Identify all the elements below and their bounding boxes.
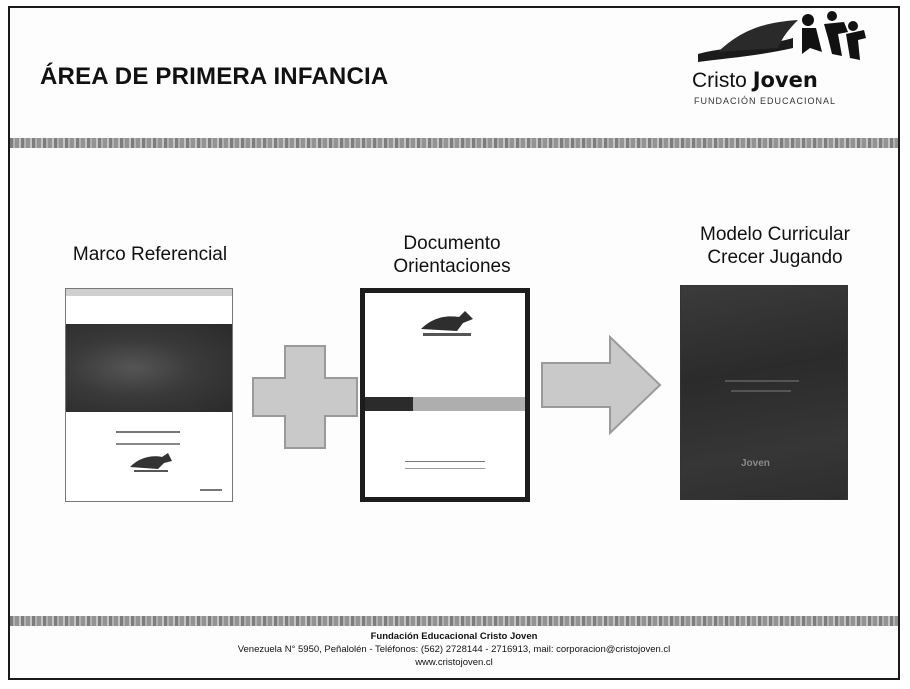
page-title: ÁREA DE PRIMERA INFANCIA xyxy=(40,63,389,90)
modelo-curricular-cover: Joven xyxy=(680,285,848,500)
arrow-right-icon xyxy=(541,335,662,435)
logo-figures-icon xyxy=(698,11,866,62)
mini-logo-icon xyxy=(130,453,172,472)
footer: Fundación Educacional Cristo Joven Venez… xyxy=(10,630,898,669)
marco-referencial-cover xyxy=(65,288,233,502)
documento-orientaciones-cover xyxy=(360,288,530,502)
plus-cross-icon xyxy=(252,345,358,449)
footer-address: Venezuela N° 5950, Peñalolén - Teléfonos… xyxy=(237,644,671,655)
footer-website: www.cristojoven.cl xyxy=(415,657,493,668)
footer-org-name: Fundación Educacional Cristo Joven xyxy=(370,631,538,642)
logo-wordmark: Cristo Joven xyxy=(692,68,818,92)
label-marco-referencial: Marco Referencial xyxy=(72,244,228,265)
label-modelo-curricular: Modelo Curricular Crecer Jugando xyxy=(700,224,850,268)
bottom-divider xyxy=(10,616,898,626)
logo-subtitle: FUNDACIÓN EDUCACIONAL xyxy=(694,96,837,106)
cover-brand-mark: Joven xyxy=(741,458,770,469)
cristo-joven-logo: Cristo Joven FUNDACIÓN EDUCACIONAL xyxy=(688,8,870,110)
mini-logo-icon xyxy=(421,311,473,336)
label-documento-orientaciones: Documento Orientaciones xyxy=(393,233,511,277)
top-divider xyxy=(10,138,898,148)
